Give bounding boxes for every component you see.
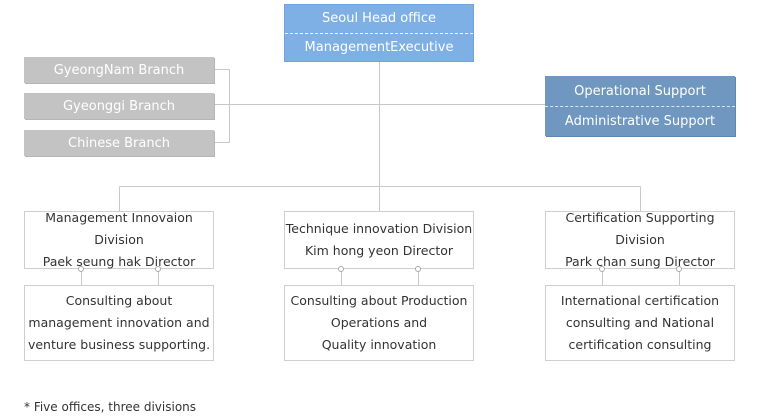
description-line: venture business supporting. xyxy=(27,337,211,352)
branch-chinese: Chinese Branch xyxy=(24,130,214,156)
branch-gyeonggi: Gyeonggi Branch xyxy=(24,93,214,119)
connector-dot xyxy=(415,266,421,272)
division-director: Paek seung hak Director xyxy=(42,254,196,269)
branch-gyeongnam: GyeongNam Branch xyxy=(24,57,214,83)
division-technique-box: Technique innovation Division Kim hong y… xyxy=(284,211,474,269)
connector-dot xyxy=(338,266,344,272)
division-certification-description: International certification consulting a… xyxy=(545,285,735,361)
connector-dot xyxy=(599,266,605,272)
division-name: Certification Supporting Division xyxy=(565,210,715,247)
description-line: Quality innovation xyxy=(321,337,437,352)
description-line: Consulting about xyxy=(65,293,173,308)
support-divider xyxy=(545,105,735,107)
support-box: Operational Support Administrative Suppo… xyxy=(545,76,735,136)
division-management-description: Consulting about management innovation a… xyxy=(24,285,214,361)
description-line: certification consulting xyxy=(568,337,712,352)
support-operational: Operational Support xyxy=(574,83,706,99)
support-administrative: Administrative Support xyxy=(564,113,716,129)
division-management-box: Management Innovaion Division Paek seung… xyxy=(24,210,214,269)
head-office-box: Seoul Head office ManagementExecutive xyxy=(284,4,474,62)
head-office-subtitle: ManagementExecutive xyxy=(304,39,454,55)
head-office-divider xyxy=(285,32,473,34)
description-line: International certification xyxy=(560,293,720,308)
connector-dot xyxy=(78,266,84,272)
head-office-title: Seoul Head office xyxy=(322,11,436,27)
division-name: Technique innovation Division xyxy=(285,221,473,236)
division-name: Management Innovaion Division xyxy=(45,210,193,247)
connector-dot xyxy=(155,266,161,272)
division-technique-description: Consulting about Production Operations a… xyxy=(284,285,474,361)
connector-dot xyxy=(676,266,682,272)
division-director: Park chan sung Director xyxy=(565,254,715,269)
division-certification-box: Certification Supporting Division Park c… xyxy=(545,210,735,269)
description-line: Consulting about Production xyxy=(290,293,468,308)
footnote: * Five offices, three divisions xyxy=(24,400,197,414)
description-line: consulting and National xyxy=(565,315,715,330)
division-director: Kim hong yeon Director xyxy=(304,243,454,258)
description-line: Operations and xyxy=(330,315,428,330)
description-line: management innovation and xyxy=(28,315,210,330)
